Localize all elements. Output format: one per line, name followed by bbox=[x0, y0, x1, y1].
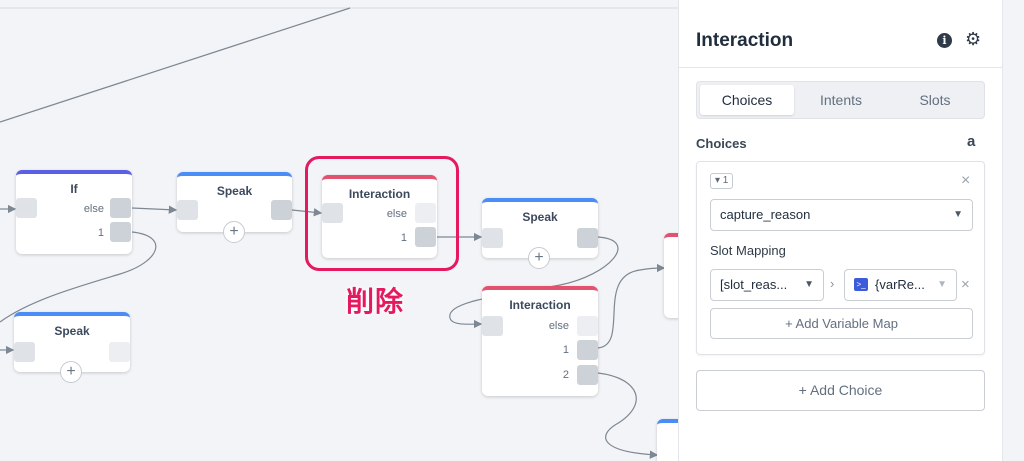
variable-icon: >_ bbox=[854, 278, 868, 291]
tab-choices[interactable]: Choices bbox=[700, 85, 794, 115]
output-1-port[interactable] bbox=[415, 227, 436, 247]
interaction-node-deleted[interactable]: Interaction else 1 bbox=[322, 175, 437, 258]
remove-choice-close-icon[interactable]: × bbox=[961, 172, 971, 189]
node-title: Speak bbox=[522, 210, 558, 224]
output-1-label: 1 bbox=[562, 344, 569, 356]
link-interaction2-2-out bbox=[597, 372, 659, 459]
node-title: Interaction bbox=[509, 298, 571, 312]
output-port[interactable] bbox=[271, 200, 292, 220]
output-1-label: 1 bbox=[97, 227, 104, 239]
add-step-button[interactable]: + bbox=[528, 247, 550, 269]
node-title: Interaction bbox=[348, 187, 411, 201]
mapping-arrow-icon: › bbox=[830, 276, 835, 291]
output-port[interactable] bbox=[577, 228, 598, 248]
else-output-port[interactable] bbox=[577, 316, 598, 336]
partial-node-right-top[interactable] bbox=[664, 233, 678, 318]
variable-select-value: {varRe... bbox=[875, 277, 925, 292]
input-port[interactable] bbox=[482, 316, 503, 336]
link-if-1-to-speak3 bbox=[0, 231, 157, 323]
chevron-down-icon: ▼ bbox=[937, 279, 947, 290]
long-diagonal-link bbox=[0, 7, 351, 123]
output-1-port[interactable] bbox=[577, 340, 598, 360]
input-port[interactable] bbox=[14, 342, 35, 362]
choices-section-label: Choices bbox=[696, 136, 747, 151]
input-port[interactable] bbox=[16, 198, 37, 218]
choice-number-badge[interactable]: ▾ 1 bbox=[710, 173, 734, 189]
else-label: else bbox=[548, 320, 569, 332]
tab-intents[interactable]: Intents bbox=[819, 92, 863, 108]
intent-select[interactable]: capture_reason ▼ bbox=[710, 199, 973, 231]
else-label: else bbox=[83, 203, 104, 215]
variable-select[interactable]: >_ {varRe... ▼ bbox=[844, 269, 957, 301]
link-interaction2-1-out bbox=[597, 263, 666, 349]
info-icon[interactable]: i bbox=[937, 33, 952, 48]
output-2-port[interactable] bbox=[577, 365, 598, 385]
chevron-down-icon: ▼ bbox=[953, 209, 963, 220]
add-step-button[interactable]: + bbox=[60, 361, 82, 383]
else-output-port[interactable] bbox=[110, 198, 131, 218]
remove-mapping-close-icon[interactable]: × bbox=[961, 276, 970, 293]
canvas-top-divider bbox=[0, 7, 678, 9]
interaction-node-2[interactable]: Interaction else 1 2 bbox=[482, 286, 598, 396]
add-step-button[interactable]: + bbox=[223, 221, 245, 243]
right-edge-strip bbox=[1002, 0, 1024, 461]
delete-highlight-box bbox=[305, 156, 459, 271]
else-label: else bbox=[386, 208, 407, 220]
delete-annotation: 削除 bbox=[346, 286, 405, 317]
input-port[interactable] bbox=[322, 203, 343, 223]
connection-lines bbox=[0, 7, 666, 459]
node-title: Speak bbox=[54, 324, 90, 338]
chevron-down-icon: ▼ bbox=[804, 279, 814, 290]
node-title: If bbox=[70, 182, 78, 196]
else-output-port[interactable] bbox=[415, 203, 436, 223]
flow-canvas[interactable]: If else 1 Speak + Interaction else 1 削除 … bbox=[0, 0, 678, 461]
add-variable-map-button[interactable]: + Add Variable Map bbox=[710, 308, 973, 339]
panel-tabs: Choices Intents Slots bbox=[696, 81, 985, 119]
add-choice-button[interactable]: + Add Choice bbox=[696, 370, 985, 411]
output-port[interactable] bbox=[109, 342, 130, 362]
editor-panel: Interaction i ⚙ Choices Intents Slots Ch… bbox=[678, 0, 1002, 461]
output-2-label: 2 bbox=[562, 369, 569, 381]
panel-title: Interaction bbox=[696, 30, 794, 51]
node-title: Speak bbox=[216, 184, 253, 198]
tab-slots[interactable]: Slots bbox=[919, 92, 951, 108]
intent-select-value: capture_reason bbox=[720, 207, 811, 222]
link-if-else-to-speak1 bbox=[131, 205, 178, 214]
panel-header-divider bbox=[679, 67, 1002, 68]
choice-card: ▾ 1 × capture_reason ▼ Slot Mapping [slo… bbox=[696, 161, 985, 355]
slot-select-value: [slot_reas... bbox=[720, 277, 788, 292]
slot-select[interactable]: [slot_reas... ▼ bbox=[710, 269, 824, 301]
input-port[interactable] bbox=[482, 228, 503, 248]
output-1-label: 1 bbox=[400, 232, 407, 244]
output-1-port[interactable] bbox=[110, 222, 131, 242]
partial-node-right-bottom[interactable] bbox=[657, 419, 678, 461]
slot-mapping-label: Slot Mapping bbox=[710, 243, 786, 258]
gear-icon[interactable]: ⚙ bbox=[965, 29, 982, 49]
input-port[interactable] bbox=[177, 200, 198, 220]
if-node[interactable]: If else 1 bbox=[16, 170, 132, 254]
amazon-icon[interactable]: a bbox=[967, 133, 976, 150]
